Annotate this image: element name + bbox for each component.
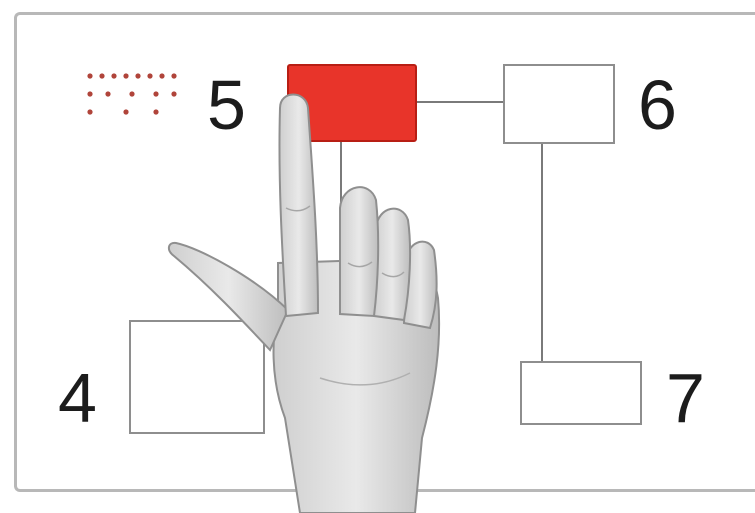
braille-dot [129, 91, 134, 96]
braille-dot [153, 91, 158, 96]
label-6: 6 [638, 70, 677, 140]
box-6[interactable] [503, 64, 615, 144]
braille-dot [171, 73, 176, 78]
braille-dot [87, 73, 92, 78]
braille-dot [111, 73, 116, 78]
braille-dot [135, 73, 140, 78]
braille-dot [153, 109, 158, 114]
braille-dot [147, 73, 152, 78]
braille-dot [159, 73, 164, 78]
braille-dot [123, 73, 128, 78]
connector-6-to-7 [541, 144, 543, 362]
label-4: 4 [58, 363, 97, 433]
box-7[interactable] [520, 361, 642, 425]
braille-dot [87, 91, 92, 96]
braille-dot [105, 91, 110, 96]
pointing-hand-icon [160, 88, 460, 513]
braille-dot [87, 109, 92, 114]
braille-dot [99, 73, 104, 78]
braille-dot [123, 109, 128, 114]
label-7: 7 [666, 363, 705, 433]
